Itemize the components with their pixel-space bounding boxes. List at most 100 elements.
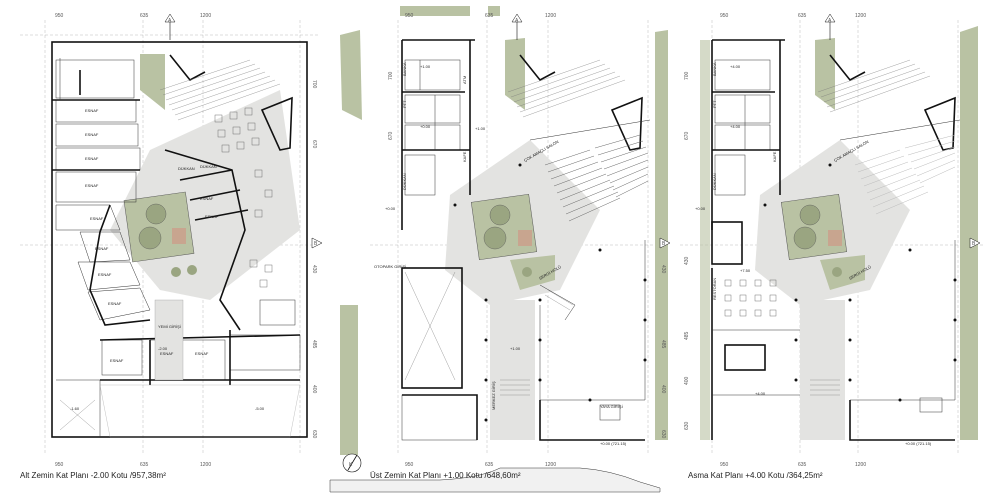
label-ptt: PTT [712,100,717,108]
court-tile [518,230,532,246]
tree [145,203,167,225]
court-tile [828,230,842,246]
restaurant-block [711,221,800,440]
core [260,96,293,151]
dim-top-3: 1200 [855,13,866,19]
dim-right-4: 485 [311,340,317,349]
dim-bottom-1: 950 [55,462,64,468]
svg-text:B: B [662,241,666,247]
svg-text:A: A [515,18,519,24]
level-6: +0.00 (721.15) [600,441,627,446]
level-3: +0.00 [695,206,706,211]
paved-plaza [110,90,300,300]
dim-left-1: 700 [684,71,690,80]
courtyard [780,193,848,261]
dim-right-3: 430 [660,265,666,274]
dim-left-5: 400 [684,376,690,385]
lower-rooms [99,299,301,385]
columns [763,163,957,402]
terrain-profile [329,467,661,493]
dim-top-1: 950 [405,13,414,19]
dim-left-2: 670 [388,131,394,140]
green-strip-top-2 [488,6,500,16]
level-1: +1.00 [420,64,431,69]
dim-bottom-2: 635 [485,462,494,468]
label-dukkan: DÜKKAN [712,173,717,190]
tree [793,226,817,250]
stairs-middle [500,284,576,396]
cafe-tables [214,107,273,288]
label-banka: BANKA [712,62,717,76]
plan-ground-floor: ESNAF ESNAF ESNAF ESNAF ESNAF ESNAF ESNA… [20,13,323,468]
dim-bottom-3: 1200 [545,462,556,468]
dim-right-1: 700 [311,80,317,89]
green-strip-top [400,6,470,16]
label-esnaf-12: ESNAF [195,351,209,356]
label-yaya-girisi: YAYA GİRİŞİ [600,404,623,409]
label-kafe: KAFE [462,151,467,162]
svg-text:B: B [972,241,976,247]
label-esnaf-1: ESNAF [85,108,99,113]
level-6: +0.00 (721.15) [905,441,932,446]
label-ptt: PTT [402,100,407,108]
tree [483,226,507,250]
label-merkez-giris: MERKEZ GİRİŞ [491,381,496,410]
stairs-top [507,54,626,118]
level-2: +1.00 [475,126,486,131]
columns [453,163,647,422]
label-esnaf-11: ESNAF [110,358,124,363]
svg-text:A: A [828,18,832,24]
section-mark-a: A [511,13,523,40]
label-esnaf-10: ESNAF [205,214,219,219]
level-1: -2.00 [158,346,168,351]
tree [138,226,162,250]
label-restoran: RESTORAN [712,278,717,300]
level-1: +4.00 [730,64,741,69]
dim-right-3: 430 [311,265,317,274]
label-esnaf-8: ESNAF [108,301,122,306]
left-rooms [711,39,785,230]
label-atm: ATM [462,76,467,84]
svg-text:A: A [168,18,172,24]
dim-left-6: 630 [684,421,690,430]
core [923,96,956,151]
corridor [800,300,845,440]
courtyard [470,193,538,261]
dim-right-5: 400 [660,385,666,394]
dim-top-3: 1200 [200,13,211,19]
courtyard [123,191,195,263]
tree [522,267,532,277]
label-dukkan-1: DÜKKAN [178,166,195,171]
level-4: +7.50 [740,268,751,273]
label-kafe: KAFE [772,151,777,162]
dim-left-4: 485 [684,331,690,340]
dim-right-4: 485 [660,340,666,349]
section-mark-b: B [969,237,981,249]
green-patch [510,255,555,290]
label-esnaf-4: ESNAF [85,183,99,188]
label-esnaf-2: ESNAF [85,132,99,137]
plan-mezzanine-floor: BANKA PTT KAFE DÜKKAN ÇOK AMAÇLI SALON S… [680,13,985,468]
plan-upper-ground-floor: BANKA ATM PTT KAFE DÜKKAN ÇOK AMAÇLI SAL… [329,6,671,493]
green-strip [140,54,165,110]
dim-top-1: 950 [720,13,729,19]
label-esnaf-13: ESNAF [160,351,174,356]
dim-bottom-2: 635 [798,462,807,468]
svg-text:B: B [314,241,318,247]
label-esnaf-6: ESNAF [95,246,109,251]
level-5: +4.00 [755,391,766,396]
dim-left-2: 670 [684,131,690,140]
label-yemi-girisi: YEMİ GİRİŞİ [158,324,181,329]
green-strip-right [960,26,978,440]
dim-left-3: 430 [684,256,690,265]
level-2: +4.00 [730,124,741,129]
dim-right-2: 670 [311,140,317,149]
label-esnaf-3: ESNAF [85,156,99,161]
level-5: +1.00 [510,346,521,351]
dim-top-3: 1200 [545,13,556,19]
stairs-top [817,54,931,113]
green-strip-left [700,40,710,440]
north-arrow-icon: K [342,453,362,473]
label-dukkan-2: DÜKKAN [200,164,217,169]
